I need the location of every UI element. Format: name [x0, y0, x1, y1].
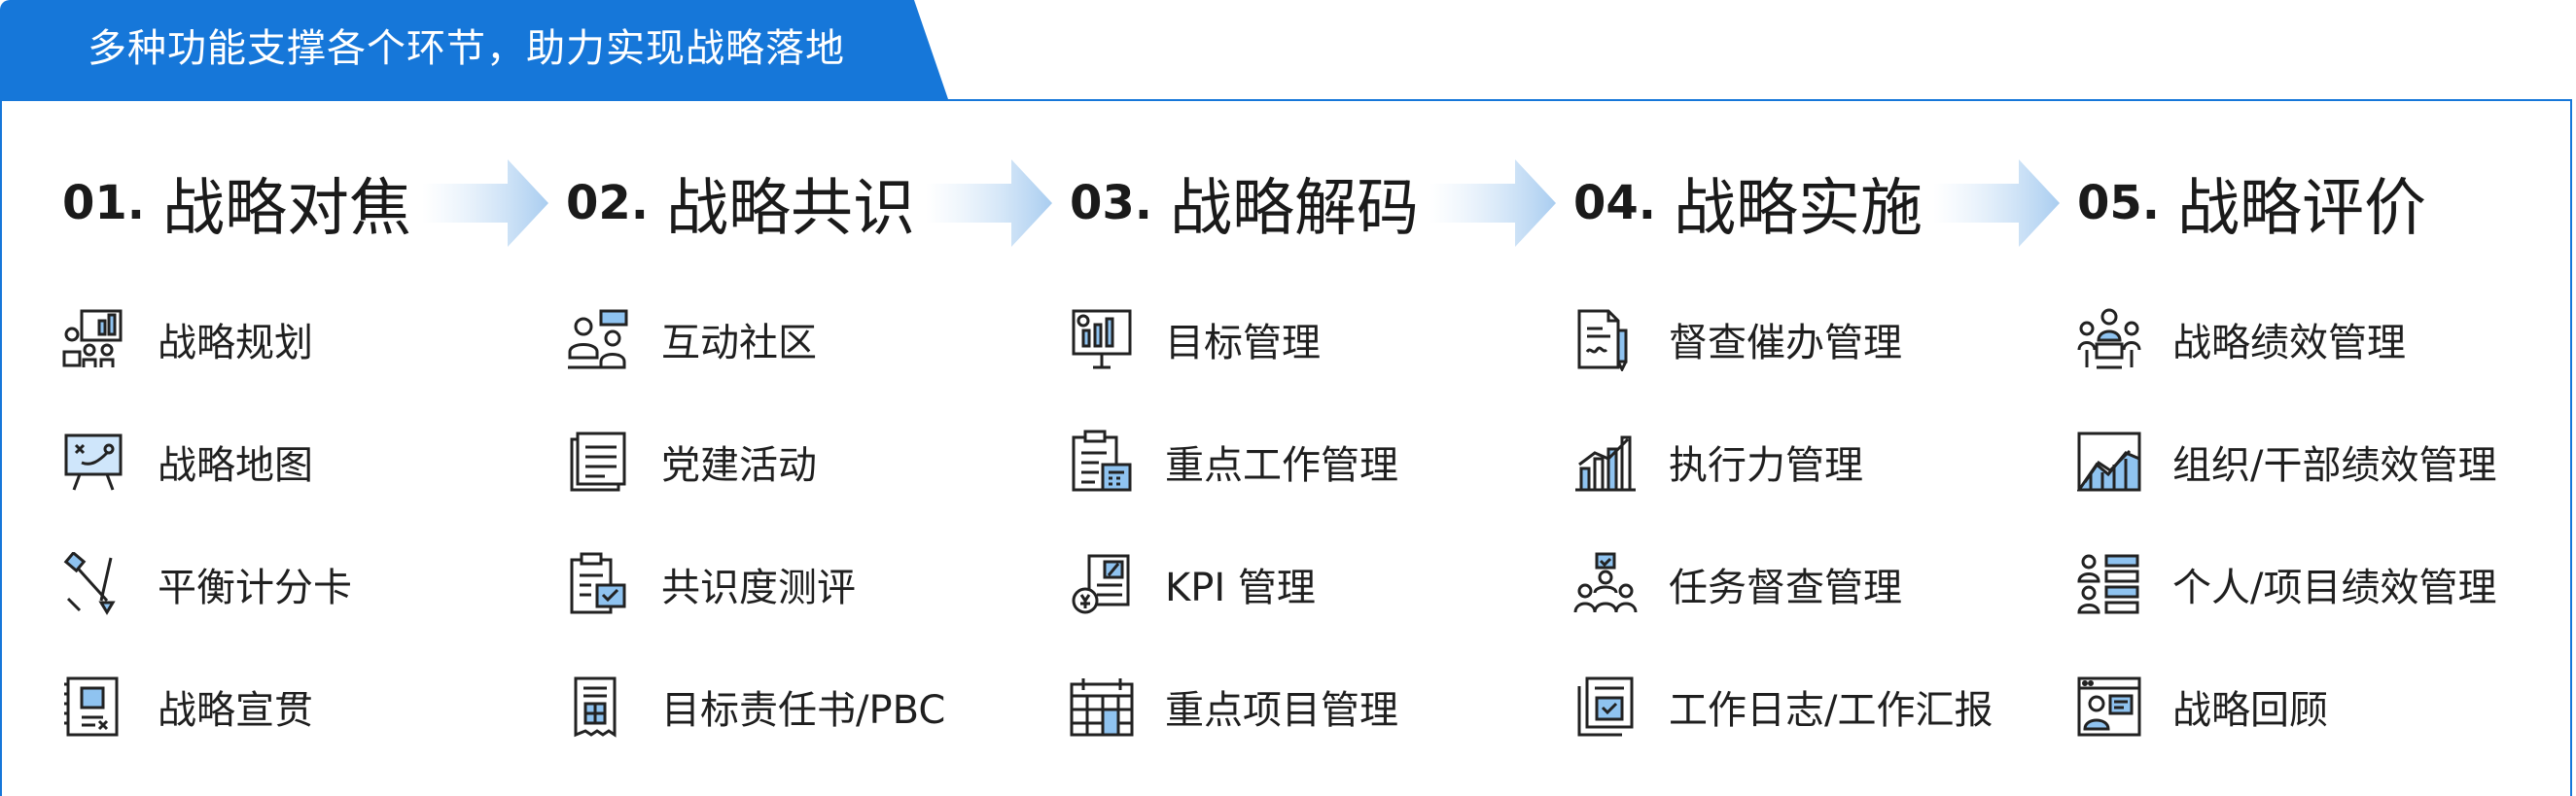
feature-item[interactable]: 战略地图	[62, 428, 313, 496]
feature-label: 战略回顾	[2172, 688, 2328, 733]
stage-number: 02.	[566, 176, 650, 230]
stage-number: 05.	[2077, 176, 2161, 230]
arrow-right-icon	[1429, 159, 1556, 247]
feature-item[interactable]: 组织/干部绩效管理	[2077, 428, 2496, 496]
feature-item[interactable]: 共识度测评	[566, 550, 856, 618]
feature-item[interactable]: 重点项目管理	[1070, 673, 1398, 741]
stage-title: 战略实施	[1674, 173, 1923, 245]
feature-label: 任务督查管理	[1669, 566, 1902, 610]
feature-item[interactable]: 重点工作管理	[1070, 428, 1398, 496]
feature-item[interactable]: 战略回顾	[2077, 673, 2328, 741]
party-activity-icon	[570, 432, 626, 492]
feature-label: 执行力管理	[1669, 443, 1863, 488]
consensus-survey-icon	[570, 552, 626, 614]
stage-title: 战略共识	[666, 173, 916, 245]
feature-label: 共识度测评	[661, 566, 856, 610]
feature-label: 工作日志/工作汇报	[1669, 688, 1994, 733]
content-panel: 01. 战略对焦 战略规划 战略地图	[0, 99, 2572, 796]
feature-item[interactable]: 督查催办管理	[1573, 305, 1902, 373]
stage-title: 战略解码	[1170, 173, 1420, 245]
personal-performance-icon	[2077, 554, 2139, 614]
feature-item[interactable]: 党建活动	[566, 428, 817, 496]
work-log-icon	[1577, 676, 1634, 737]
stage-number: 03.	[1070, 176, 1153, 230]
performance-team-icon	[2077, 308, 2141, 369]
execution-chart-icon	[1575, 435, 1636, 492]
header-tab	[0, 0, 948, 99]
strategy-review-icon	[2077, 676, 2141, 737]
feature-item[interactable]: 目标责任书/PBC	[566, 673, 945, 741]
stage-number: 04.	[1573, 176, 1657, 230]
feature-label: 战略绩效管理	[2172, 321, 2406, 365]
feature-item[interactable]: 战略宣贯	[62, 673, 313, 741]
stage-heading: 04. 战略实施	[1573, 159, 1923, 247]
org-performance-icon	[2077, 432, 2141, 492]
feature-label: 战略宣贯	[158, 688, 313, 733]
stage-heading: 01. 战略对焦	[62, 159, 411, 247]
header-title: 多种功能支撑各个环节，助力实现战略落地	[88, 26, 845, 71]
strategy-map-icon	[64, 433, 123, 491]
feature-label: 目标责任书/PBC	[661, 688, 946, 733]
feature-label: 党建活动	[661, 443, 817, 488]
feature-label: 组织/干部绩效管理	[2172, 443, 2497, 488]
kpi-icon	[1072, 554, 1130, 614]
stage-title: 战略评价	[2177, 173, 2427, 245]
feature-item[interactable]: 互动社区	[566, 305, 817, 373]
feature-item[interactable]: 工作日志/工作汇报	[1573, 673, 1993, 741]
stage-heading: 02. 战略共识	[566, 159, 915, 247]
community-icon	[568, 309, 628, 369]
feature-label: 战略规划	[158, 321, 313, 365]
feature-item[interactable]: 战略绩效管理	[2077, 305, 2406, 373]
arrow-right-icon	[926, 159, 1052, 247]
balanced-scorecard-icon	[63, 552, 116, 615]
feature-label: 战略地图	[158, 443, 313, 488]
feature-item[interactable]: 个人/项目绩效管理	[2077, 550, 2496, 618]
feature-item[interactable]: 目标管理	[1070, 305, 1321, 373]
feature-label: 平衡计分卡	[158, 566, 352, 610]
supervision-icon	[1577, 309, 1628, 371]
arrow-right-icon	[1933, 159, 2060, 247]
feature-item[interactable]: 平衡计分卡	[62, 550, 352, 618]
key-project-icon	[1070, 678, 1134, 737]
stage-heading: 05. 战略评价	[2077, 159, 2426, 247]
strategy-communication-icon	[64, 676, 119, 737]
feature-item[interactable]: KPI 管理	[1070, 550, 1316, 618]
feature-label: 目标管理	[1165, 321, 1321, 365]
stage-number: 01.	[62, 176, 146, 230]
goal-management-icon	[1072, 309, 1132, 369]
feature-item[interactable]: 战略规划	[62, 305, 313, 373]
task-team-icon	[1573, 552, 1638, 613]
arrow-right-icon	[422, 159, 548, 247]
stage-title: 战略对焦	[162, 173, 412, 245]
feature-label: 督查催办管理	[1669, 321, 1902, 365]
target-contract-icon	[574, 676, 617, 738]
feature-label: KPI 管理	[1165, 566, 1316, 610]
feature-label: 个人/项目绩效管理	[2172, 566, 2497, 610]
feature-label: 互动社区	[661, 321, 817, 365]
feature-label: 重点项目管理	[1165, 688, 1398, 733]
strategy-planning-icon	[62, 309, 123, 367]
stage-heading: 03. 战略解码	[1070, 159, 1419, 247]
feature-item[interactable]: 任务督查管理	[1573, 550, 1902, 618]
feature-item[interactable]: 执行力管理	[1573, 428, 1863, 496]
key-work-icon	[1072, 430, 1132, 492]
feature-label: 重点工作管理	[1165, 443, 1398, 488]
